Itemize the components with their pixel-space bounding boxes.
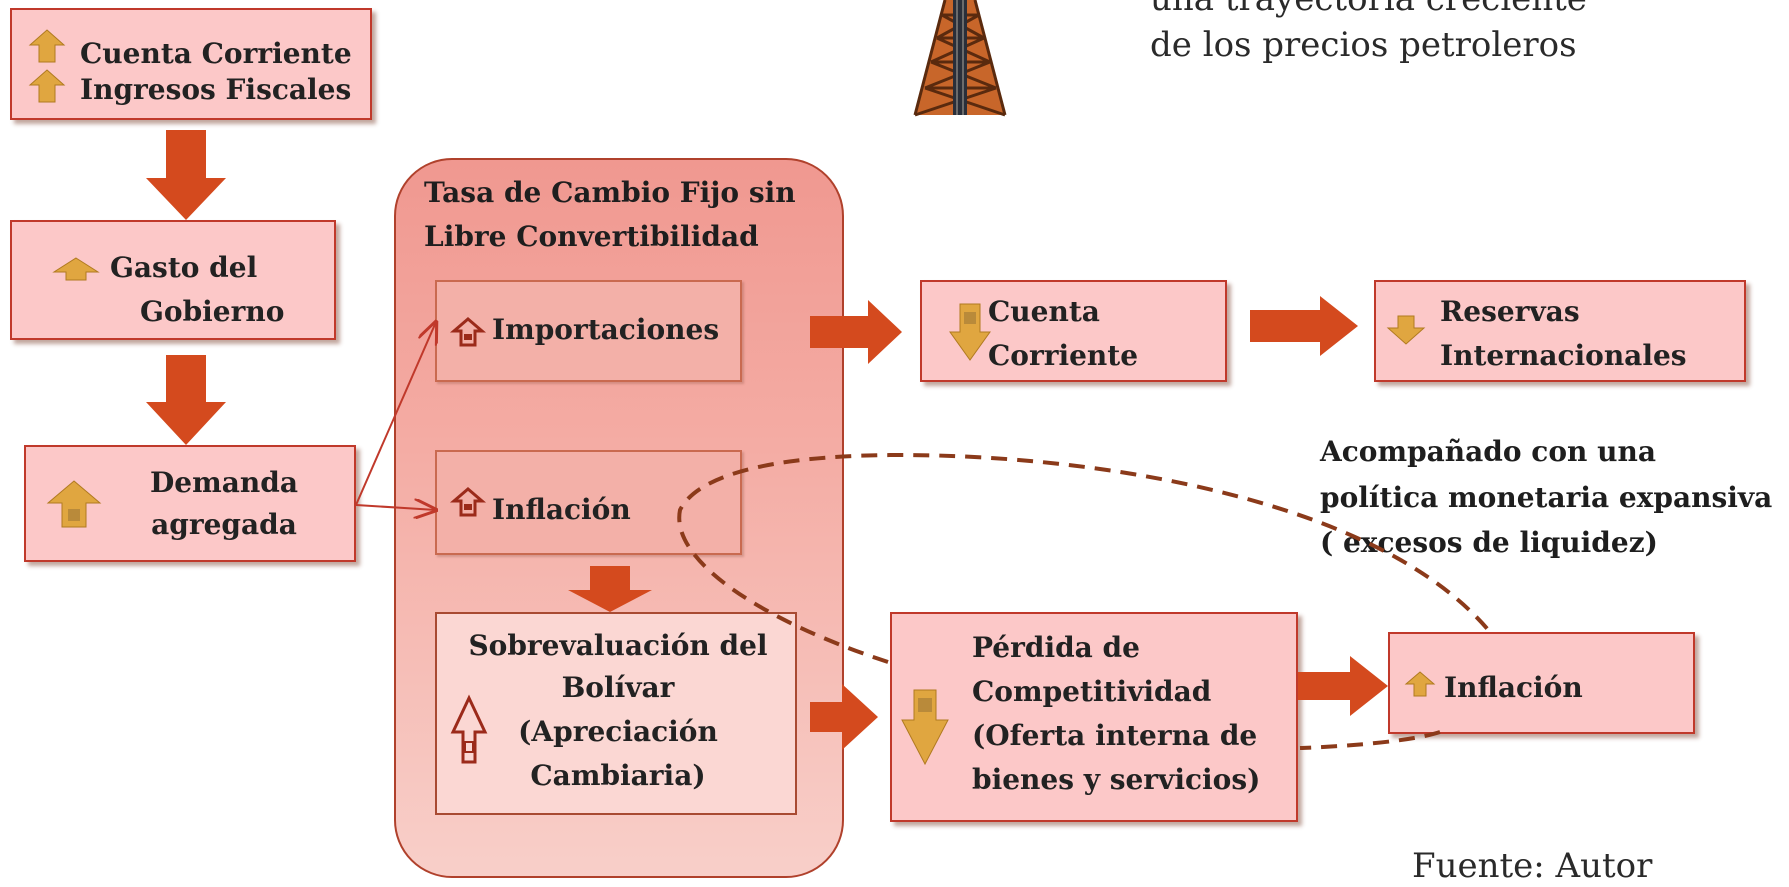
- inflacion-inner-box: Inflación: [435, 450, 742, 555]
- increase-arrow-icon: [46, 480, 102, 528]
- perdida-competitividad-box: Pérdida de Competitividad (Oferta intern…: [890, 612, 1298, 822]
- inflacion-right-label: Inflación: [1444, 671, 1583, 704]
- connector-demanda-inflacion: [355, 505, 436, 510]
- reservas-line2: Internacionales: [1440, 339, 1687, 372]
- importaciones-label: Importaciones: [492, 313, 720, 346]
- tasa-title-line1: Tasa de Cambio Fijo sin: [424, 176, 796, 209]
- inflacion-inner-label: Inflación: [492, 493, 631, 526]
- down-arrow-3: [568, 566, 652, 612]
- house-arrow-icon: [449, 487, 487, 517]
- importaciones-box: Importaciones: [435, 280, 742, 382]
- perdida-line3: (Oferta interna de: [972, 719, 1258, 752]
- ingresos-fiscales-label: Ingresos Fiscales: [80, 73, 352, 106]
- sobrevaluacion-line4: Cambiaria): [530, 759, 706, 792]
- sobrevaluacion-line1: Sobrevaluación del: [468, 629, 768, 662]
- cuenta-line2: Corriente: [988, 339, 1139, 372]
- cuenta-corriente-box: Cuenta Corriente: [920, 280, 1227, 382]
- sobrevaluacion-box: Sobrevaluación del Bolívar (Apreciación …: [435, 612, 797, 815]
- perdida-line2: Competitividad: [972, 675, 1212, 708]
- trayectoria-line1: una trayectoria creciente: [1150, 0, 1587, 20]
- cuenta-ingresos-box: Cuenta Corriente Ingresos Fiscales: [10, 8, 372, 120]
- connectors-layer: [146, 130, 1492, 750]
- cuenta-line1: Cuenta: [988, 295, 1100, 328]
- sobrevaluacion-line2: Bolívar: [561, 671, 675, 704]
- right-arrow-perdida: [1298, 656, 1388, 716]
- acompanado-line2: política monetaria expansiva: [1320, 481, 1773, 514]
- outline-up-arrow-icon: [450, 694, 488, 764]
- down-arrow-2: [146, 355, 226, 445]
- oil-derrick-icon: [905, 0, 1015, 117]
- increase-arrow-icon: [28, 29, 66, 63]
- demanda-line2: agregada: [151, 508, 297, 541]
- right-arrow-sobrevaluacion: [810, 684, 878, 750]
- acompanado-line3: ( excesos de liquidez): [1320, 526, 1658, 559]
- gasto-gobierno-box: Gasto del Gobierno: [10, 220, 336, 340]
- down-arrow-1: [146, 130, 226, 220]
- reservas-line1: Reservas: [1440, 295, 1580, 328]
- reservas-box: Reservas Internacionales: [1374, 280, 1746, 382]
- cuenta-corriente-label: Cuenta Corriente: [80, 37, 352, 70]
- demanda-line1: Demanda: [150, 466, 298, 499]
- decrease-arrow-icon: [901, 689, 949, 766]
- right-arrow-importaciones: [810, 300, 902, 364]
- inflacion-right-box: Inflación: [1388, 632, 1695, 734]
- perdida-line1: Pérdida de: [972, 631, 1140, 664]
- sobrevaluacion-line3: (Apreciación: [518, 715, 718, 748]
- tasa-title-line2: Libre Convertibilidad: [424, 220, 759, 253]
- acompanado-line1: Acompañado con una: [1320, 435, 1656, 468]
- gasto-line2: Gobierno: [140, 295, 285, 328]
- diagram-stage: Tasa de Cambio Fijo sin Libre Convertibi…: [10, 0, 1773, 886]
- dashed-loop: [677, 452, 1492, 750]
- perdida-line4: bienes y servicios): [972, 763, 1261, 796]
- trayectoria-line2: de los precios petroleros: [1150, 25, 1577, 65]
- decrease-arrow-icon: [949, 303, 991, 361]
- right-arrow-cuenta: [1250, 296, 1358, 356]
- decrease-arrow-icon: [1386, 315, 1426, 345]
- increase-arrow-icon: [28, 69, 66, 103]
- connector-demanda-importaciones: [355, 322, 436, 506]
- gasto-line1: Gasto del: [110, 251, 258, 284]
- house-arrow-icon: [449, 317, 487, 347]
- increase-arrow-icon: [52, 257, 100, 281]
- increase-arrow-icon: [1404, 671, 1436, 697]
- demanda-agregada-box: Demanda agregada: [24, 445, 356, 562]
